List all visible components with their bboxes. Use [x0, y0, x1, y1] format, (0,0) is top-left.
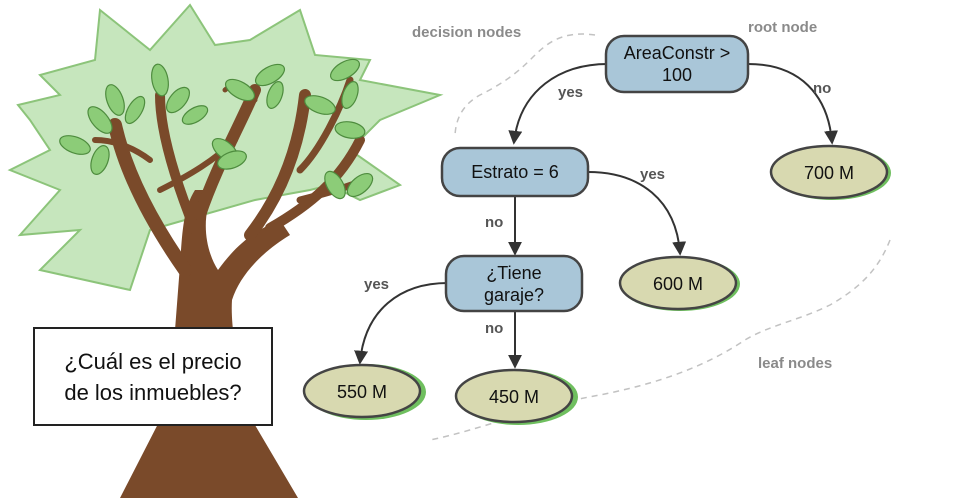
edge-estrato-yes — [587, 171, 687, 256]
question-box: ¿Cuál es el precio de los inmuebles? — [33, 327, 273, 426]
question-line2: de los inmuebles? — [64, 379, 242, 405]
tree-edges — [354, 63, 839, 369]
root-node-annotation: root node — [748, 19, 817, 36]
garaje-node-line1: ¿Tiene — [486, 263, 541, 283]
leaf-node-600: 600 M — [618, 255, 740, 311]
edge-root-yes — [508, 63, 609, 145]
estrato-decision-node: Estrato = 6 — [440, 146, 590, 198]
tree-leaves — [59, 58, 374, 200]
estrato-node-label: Estrato = 6 — [471, 162, 559, 182]
edge-label-garaje-no: no — [485, 320, 503, 337]
root-node-line1: AreaConstr > — [624, 43, 731, 63]
leaf-node-450: 450 M — [454, 368, 578, 425]
garaje-node-line2: garaje? — [484, 285, 544, 305]
leaf-nodes-annotation: leaf nodes — [758, 355, 832, 372]
leaf-nodes-dashed-bracket — [429, 239, 891, 441]
leaf-node-700: 700 M — [769, 144, 891, 200]
leaf-450-label: 450 M — [489, 387, 539, 407]
edge-label-estrato-yes: yes — [640, 166, 665, 183]
garaje-decision-node: ¿Tiene garaje? — [444, 254, 584, 313]
question-line1: ¿Cuál es el precio — [64, 348, 242, 374]
edge-label-garaje-yes: yes — [364, 276, 389, 293]
edge-label-estrato-no: no — [485, 214, 503, 231]
leaf-600-label: 600 M — [653, 274, 703, 294]
leaf-node-550: 550 M — [302, 363, 426, 420]
decision-nodes-dashed-bracket — [454, 33, 596, 139]
edge-label-root-yes: yes — [558, 84, 583, 101]
decision-nodes-annotation: decision nodes — [412, 24, 521, 41]
edge-root-no — [747, 63, 839, 145]
root-decision-node: AreaConstr > 100 — [604, 34, 750, 94]
root-node-line2: 100 — [662, 65, 692, 85]
leaf-550-label: 550 M — [337, 382, 387, 402]
edge-garaje-yes — [354, 282, 449, 365]
edge-label-root-no: no — [813, 80, 831, 97]
leaf-700-label: 700 M — [804, 163, 854, 183]
